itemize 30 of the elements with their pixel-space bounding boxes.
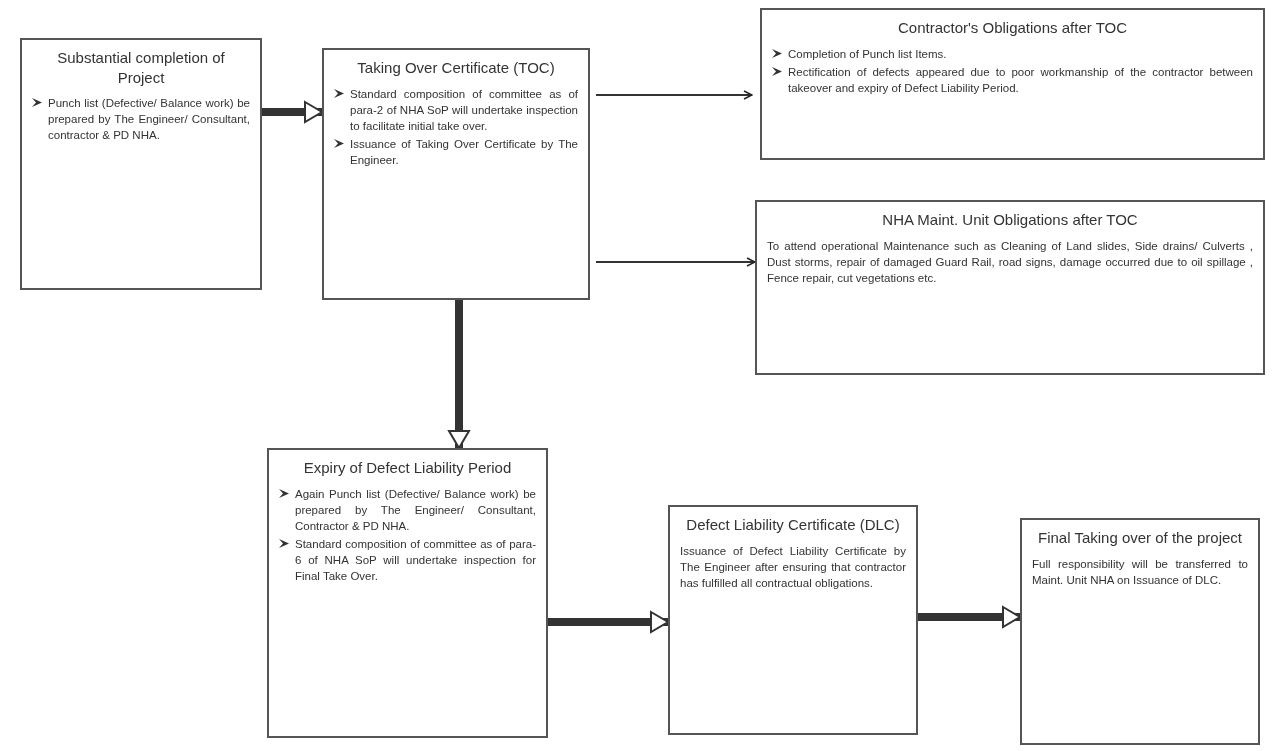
- box-heading: Defect Liability Certificate (DLC): [685, 515, 901, 535]
- body-text: Issuance of Defect Liability Certificate by The Engineer after ensuring that contractor has fulfilled all contractual obligations.: [680, 543, 906, 591]
- bullet-text: Issuance of Taking Over Certificate by The Engineer.: [350, 136, 578, 168]
- info-box: [760, 8, 1265, 160]
- process-box: [1020, 518, 1260, 745]
- arrow: [548, 611, 669, 633]
- arrow: [262, 101, 323, 123]
- bullet-text: Standard composition of committee as of para-6 of NHA SoP will undertake inspection for Final Take Over.: [295, 536, 536, 584]
- body-text: To attend operational Maintenance such as Cleaning of Land slides, Side drains/ Culverts , Dust storms, repair of damaged Guard Rail, road signs, damage occurred due to oil spillage , Fence repair, cut vegetations etc.: [767, 238, 1253, 286]
- bullet-text: Completion of Punch list Items.: [788, 46, 948, 62]
- box-heading: NHA Maint. Unit Obligations after TOC: [881, 210, 1139, 230]
- box-heading: Taking Over Certificate (TOC): [356, 58, 556, 78]
- arrow: [595, 257, 756, 267]
- arrow: [595, 90, 753, 100]
- bullet-text: Standard composition of committee as of para-2 of NHA SoP will undertake inspection to facilitate initial take over.: [350, 86, 578, 134]
- arrow: [448, 300, 470, 449]
- process-box: [322, 48, 590, 300]
- bullet-text: Again Punch list (Defective/ Balance work) be prepared by The Engineer/ Consultant, Contractor & PD NHA.: [295, 486, 536, 534]
- process-box: [668, 505, 918, 735]
- box-heading: Substantial completion of Project: [56, 48, 226, 87]
- info-box: [755, 200, 1265, 375]
- arrow: [918, 606, 1021, 628]
- bullet-text: Punch list (Defective/ Balance work) be prepared by The Engineer/ Consultant, contractor & PD NHA.: [48, 96, 250, 144]
- process-box: [267, 448, 548, 738]
- box-heading: Final Taking over of the project: [1037, 528, 1243, 548]
- box-heading: Expiry of Defect Liability Period: [302, 458, 513, 478]
- bullet-text: Rectification of defects appeared due to poor workmanship of the contractor between takeover and expiry of Defect Liability Period.: [788, 64, 1253, 96]
- process-box: [20, 38, 262, 290]
- box-heading: Contractor's Obligations after TOC: [896, 18, 1129, 38]
- body-text: Full responsibility will be transferred to Maint. Unit NHA on Issuance of DLC.: [1032, 556, 1248, 588]
